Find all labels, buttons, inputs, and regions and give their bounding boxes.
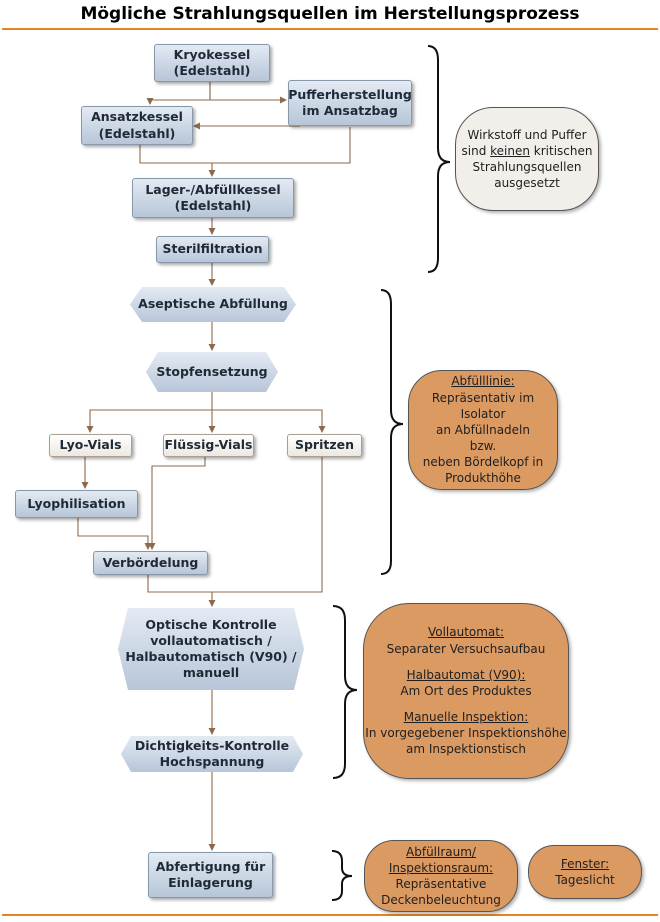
note-vollautomat-text: Separater Versuchsaufbau [386,641,546,656]
step-ansatzkessel: Ansatzkessel (Edelstahl) [81,106,193,145]
edge-ansatz-lager [139,145,216,177]
note-halbautomat-text: Am Ort des Produktes [400,683,532,698]
page-title: Mögliche Strahlungsquellen im Herstellun… [80,4,580,24]
note-wirkstoff-pre: sind [461,143,491,158]
note-wirkstoff-puffer: Wirkstoff und Puffer sind keinen kritisc… [455,107,599,211]
top-divider [2,28,658,30]
edge-kryo-puffer [209,82,287,104]
note-wirkstoff-line3: Strahlungsquellen [472,160,582,174]
step-lyophilisation: Lyophilisation [15,490,138,518]
step-fluessig-vials: Flüssig-Vials [163,434,254,457]
bottom-divider [2,914,658,916]
note-wirkstoff-post: kritischen [529,143,593,158]
step-abfertigung: Abfertigung für Einlagerung [148,852,273,898]
note-abfuelllinie-heading: Abfülllinie: [451,374,515,389]
step-dichtigkeits-kontrolle: Dichtigkeits-Kontrolle Hochspannung [121,736,303,772]
edge-stopfen-spritzen [212,409,326,433]
note-kontrolle: Vollautomat: Separater Versuchsaufbau Ha… [363,603,569,779]
edge-kryo-ansatz [146,82,211,105]
step-verboerdelung: Verbördelung [93,551,208,575]
note-abfuellraum-text: Repräsentative Deckenbeleuchtung [381,877,501,908]
brace-kontrolle [332,605,358,779]
note-manuell-heading: Manuelle Inspektion: [403,710,529,725]
edge-verboerdelung-optische [147,575,216,607]
step-aseptische-abfuellung: Aseptische Abfüllung [130,287,296,322]
note-vollautomat-heading: Vollautomat: [427,625,505,640]
step-lyo-vials: Lyo-Vials [49,434,132,457]
edge-spritzen-optische [212,457,323,593]
note-manuell-text: In vorgegebener Inspektionshöhe am Inspe… [365,726,567,757]
step-stopfensetzung: Stopfensetzung [146,352,278,392]
step-kryokessel: Kryokessel (Edelstahl) [154,44,270,82]
edge-fluessig-verboerdelung [148,457,206,550]
note-wirkstoff-line4: ausgesetzt [494,176,560,191]
note-fenster-heading: Fenster: [560,856,610,871]
note-abfuellraum: Abfüllraum/ Inspektionsraum: Repräsentat… [364,840,518,912]
step-lager-abfuellkessel: Lager-/Abfüllkessel (Edelstahl) [132,178,294,218]
edge-stopfen-lyo [86,392,213,433]
note-wirkstoff-line2: sind keinen kritischen [462,143,593,159]
step-pufferherstellung: Pufferherstellung im Ansatzbag [288,80,412,126]
brace-wirkstoff [427,45,451,273]
step-spritzen: Spritzen [287,434,362,457]
note-halbautomat-heading: Halbautomat (V90): [406,667,526,682]
edge-puffer-lager [212,127,351,164]
note-wirkstoff-line1: Wirkstoff und Puffer [467,127,587,142]
note-abfuellraum-heading: Abfüllraum/ Inspektionsraum: [388,844,494,875]
note-abfuelllinie-text: Repräsentativ im Isolator an Abfüllnadel… [422,390,544,486]
note-fenster-text: Tageslicht [555,873,615,887]
note-fenster: Fenster: Tageslicht [528,845,642,899]
note-wirkstoff-keinen: keinen [490,143,530,158]
step-sterilfiltration: Sterilfiltration [156,236,269,263]
edge-lyophilisation-verboerdelung [77,518,152,550]
note-abfuelllinie: Abfülllinie: Repräsentativ im Isolator a… [408,370,558,490]
brace-abfertigung [331,850,353,901]
brace-abfuelllinie [380,289,404,575]
step-optische-kontrolle: Optische Kontrolle vollautomatisch / Hal… [118,608,304,690]
